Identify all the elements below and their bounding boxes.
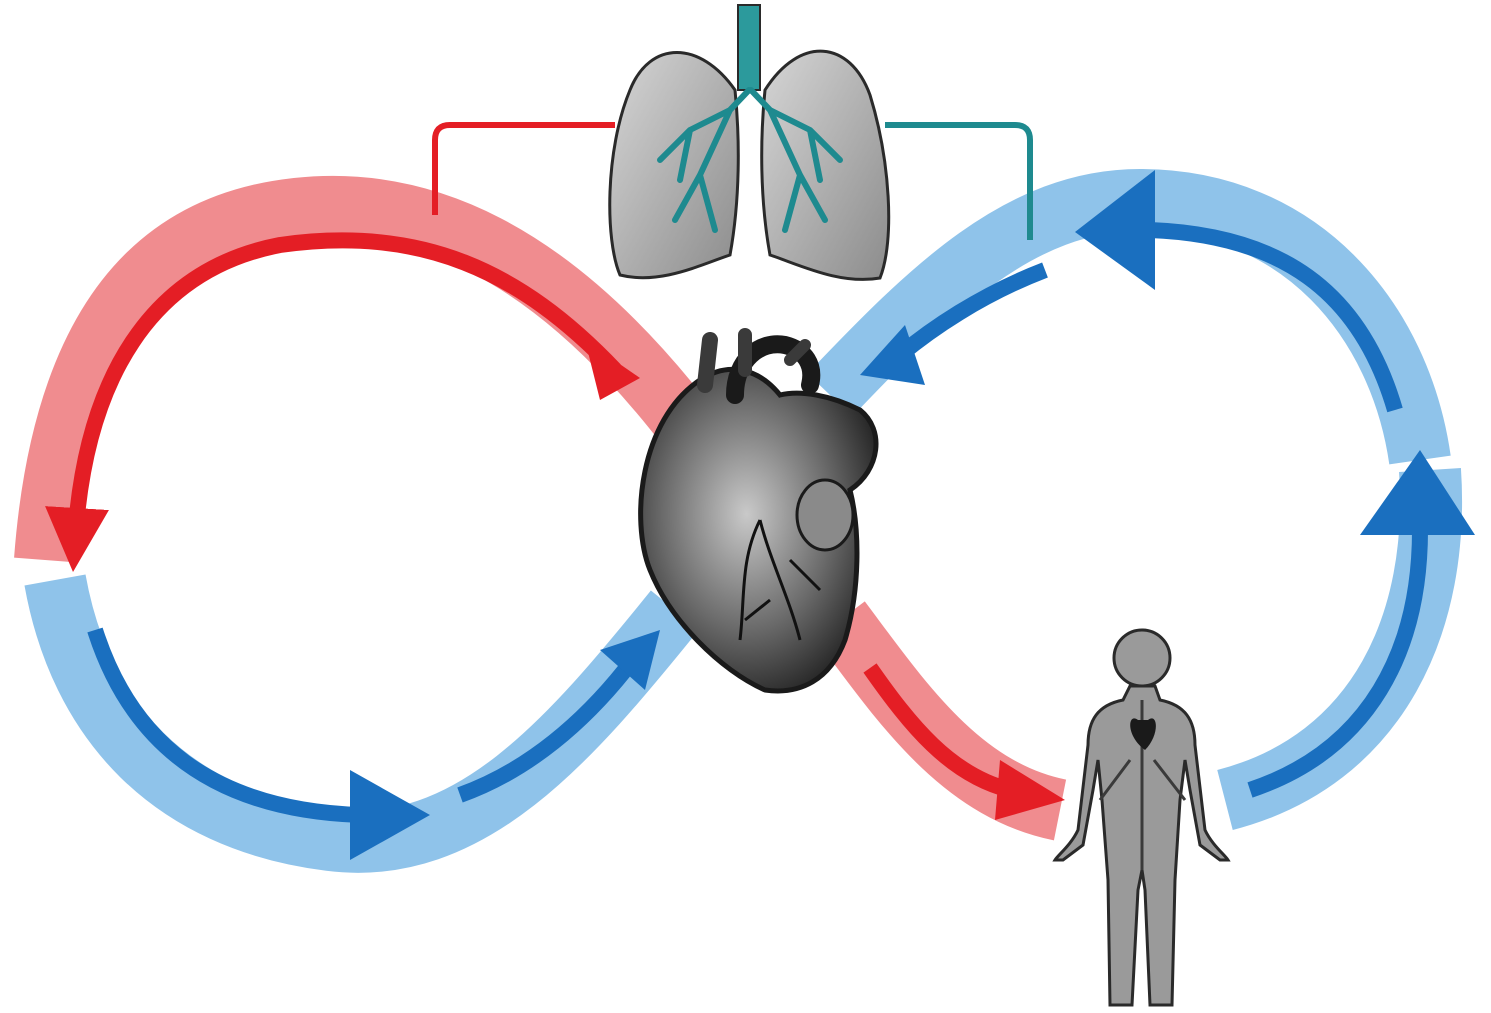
left-loop-red-band <box>45 207 690 560</box>
lungs-icon <box>610 5 889 279</box>
left-lung <box>610 53 739 278</box>
right-lung <box>762 51 889 279</box>
right-loop-blue-arrow-top <box>1150 230 1395 410</box>
heart-atrium <box>797 480 853 550</box>
heart-vessel-1 <box>705 340 710 385</box>
trachea <box>738 5 760 90</box>
human-body-icon <box>1055 630 1228 1005</box>
body-head <box>1114 630 1170 686</box>
left-loop <box>45 207 690 860</box>
